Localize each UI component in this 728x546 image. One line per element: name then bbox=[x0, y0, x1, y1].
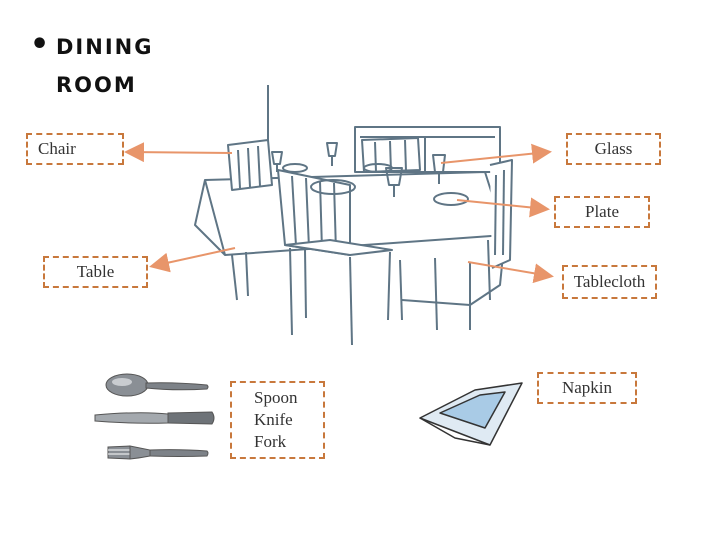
label-cutlery: Spoon Knife Fork bbox=[230, 381, 325, 459]
label-chair: Chair bbox=[26, 133, 124, 165]
label-tablecloth: Tablecloth bbox=[562, 265, 657, 299]
napkin-icon bbox=[419, 382, 523, 446]
label-spoon: Spoon bbox=[254, 388, 298, 407]
label-table: Table bbox=[43, 256, 148, 288]
arrow-tablecloth bbox=[467, 261, 554, 284]
arrow-chair bbox=[124, 142, 233, 163]
page-title-text: Dining Room bbox=[56, 27, 154, 100]
page-title: • Dining Room bbox=[30, 26, 206, 102]
label-arrows bbox=[124, 142, 554, 284]
arrow-glass bbox=[440, 143, 552, 164]
knife-icon bbox=[94, 411, 215, 425]
label-glass: Glass bbox=[566, 133, 661, 165]
spoon-icon bbox=[105, 373, 209, 397]
label-knife: Knife bbox=[254, 410, 293, 429]
arrow-plate bbox=[456, 197, 550, 218]
arrow-table bbox=[149, 247, 236, 273]
table-sketch bbox=[194, 85, 513, 346]
label-plate: Plate bbox=[554, 196, 650, 228]
fork-icon bbox=[107, 445, 209, 460]
label-fork: Fork bbox=[254, 432, 287, 451]
bullet-marker: • bbox=[30, 27, 52, 62]
label-napkin: Napkin bbox=[537, 372, 637, 404]
